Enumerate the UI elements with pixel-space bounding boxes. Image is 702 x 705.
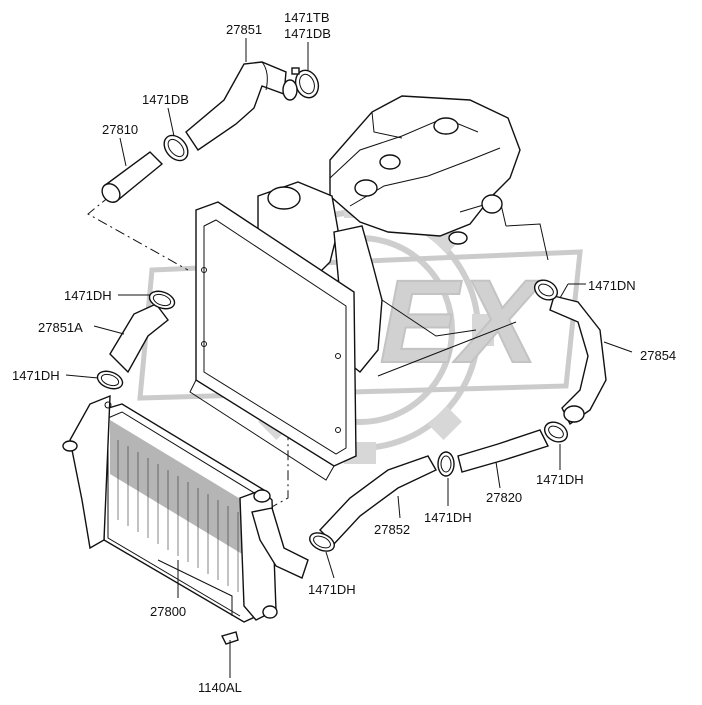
hose-27820 xyxy=(457,429,549,473)
label-27854: 27854 xyxy=(640,348,676,363)
intercooler-27800 xyxy=(62,394,278,623)
hose-27852 xyxy=(319,455,437,546)
label-1471DH-b: 1471DH xyxy=(12,368,60,383)
hose-27851A xyxy=(109,303,169,374)
clamps xyxy=(96,67,569,552)
hose-intercooler-outlet xyxy=(251,507,309,579)
hose-27810 xyxy=(101,151,164,203)
clamp-1471DH-e xyxy=(309,532,335,552)
hose-27854 xyxy=(549,295,607,426)
leader-lines xyxy=(65,38,633,678)
part-labels: 1471TB 1471DB 27851 1471DB 27810 1471DH … xyxy=(12,10,676,695)
label-27820: 27820 xyxy=(486,490,522,505)
watermark-banner xyxy=(137,249,583,401)
clamp-1471DH-d xyxy=(437,451,455,477)
label-1471TB: 1471TB xyxy=(284,10,330,25)
clamp-1471DH-c xyxy=(543,421,569,443)
label-1471DH-e: 1471DH xyxy=(308,582,356,597)
label-27800: 27800 xyxy=(150,604,186,619)
hose-27851 xyxy=(185,61,287,151)
clamp-1471DB-left xyxy=(163,134,189,162)
label-27851A: 27851A xyxy=(38,320,83,335)
label-1471DH-c: 1471DH xyxy=(536,472,584,487)
clamp-1471DB-top xyxy=(282,79,298,101)
clamp-1471DN xyxy=(533,279,559,301)
label-1471DH-a: 1471DH xyxy=(64,288,112,303)
clamp-1471DH-a xyxy=(148,290,176,310)
label-1471DB-top: 1471DB xyxy=(284,26,331,41)
clamp-1471DH-b xyxy=(96,370,124,390)
label-27851: 27851 xyxy=(226,22,262,37)
bolt-1140AL xyxy=(220,631,239,652)
label-1471DN: 1471DN xyxy=(588,278,636,293)
label-1140AL: 1140AL xyxy=(198,680,242,695)
label-27852: 27852 xyxy=(374,522,410,537)
label-1471DB-left: 1471DB xyxy=(142,92,189,107)
radiator-frame xyxy=(189,201,357,481)
label-27810: 27810 xyxy=(102,122,138,137)
label-1471DH-d: 1471DH xyxy=(424,510,472,525)
